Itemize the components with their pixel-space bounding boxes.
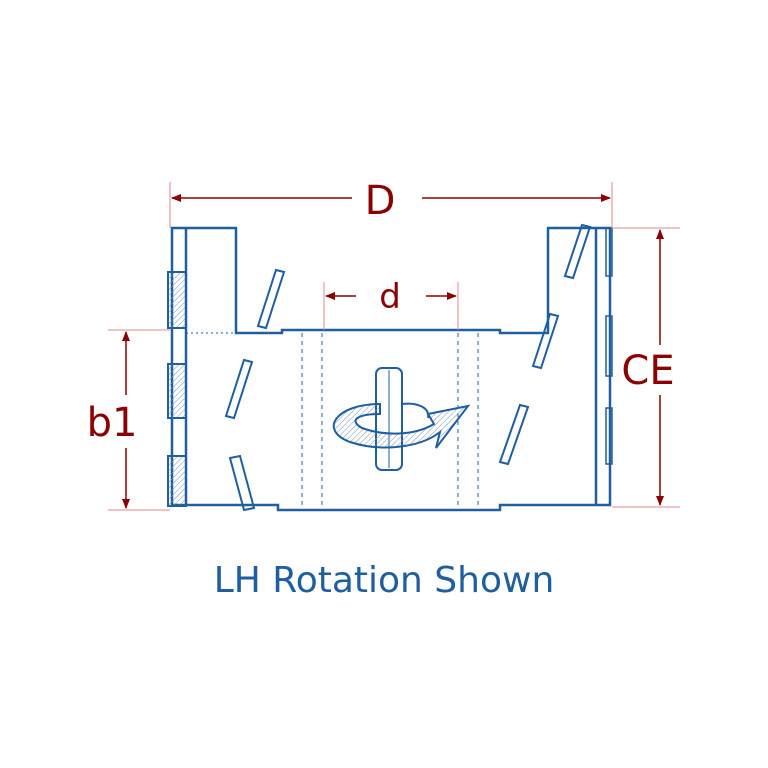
extension-lines <box>108 182 680 511</box>
rotation-arrow-icon <box>332 367 471 471</box>
label-CE: CE <box>621 348 674 394</box>
label-D: D <box>365 178 396 224</box>
dimension-D: D <box>171 178 611 224</box>
dimension-d: d <box>325 277 457 317</box>
side-teeth <box>167 227 613 507</box>
inserts <box>224 223 592 512</box>
caption: LH Rotation Shown <box>213 560 555 601</box>
dimension-CE: CE <box>621 229 675 506</box>
label-d: d <box>379 277 401 317</box>
dimension-b1: b1 <box>87 331 138 509</box>
label-b1: b1 <box>87 400 138 446</box>
